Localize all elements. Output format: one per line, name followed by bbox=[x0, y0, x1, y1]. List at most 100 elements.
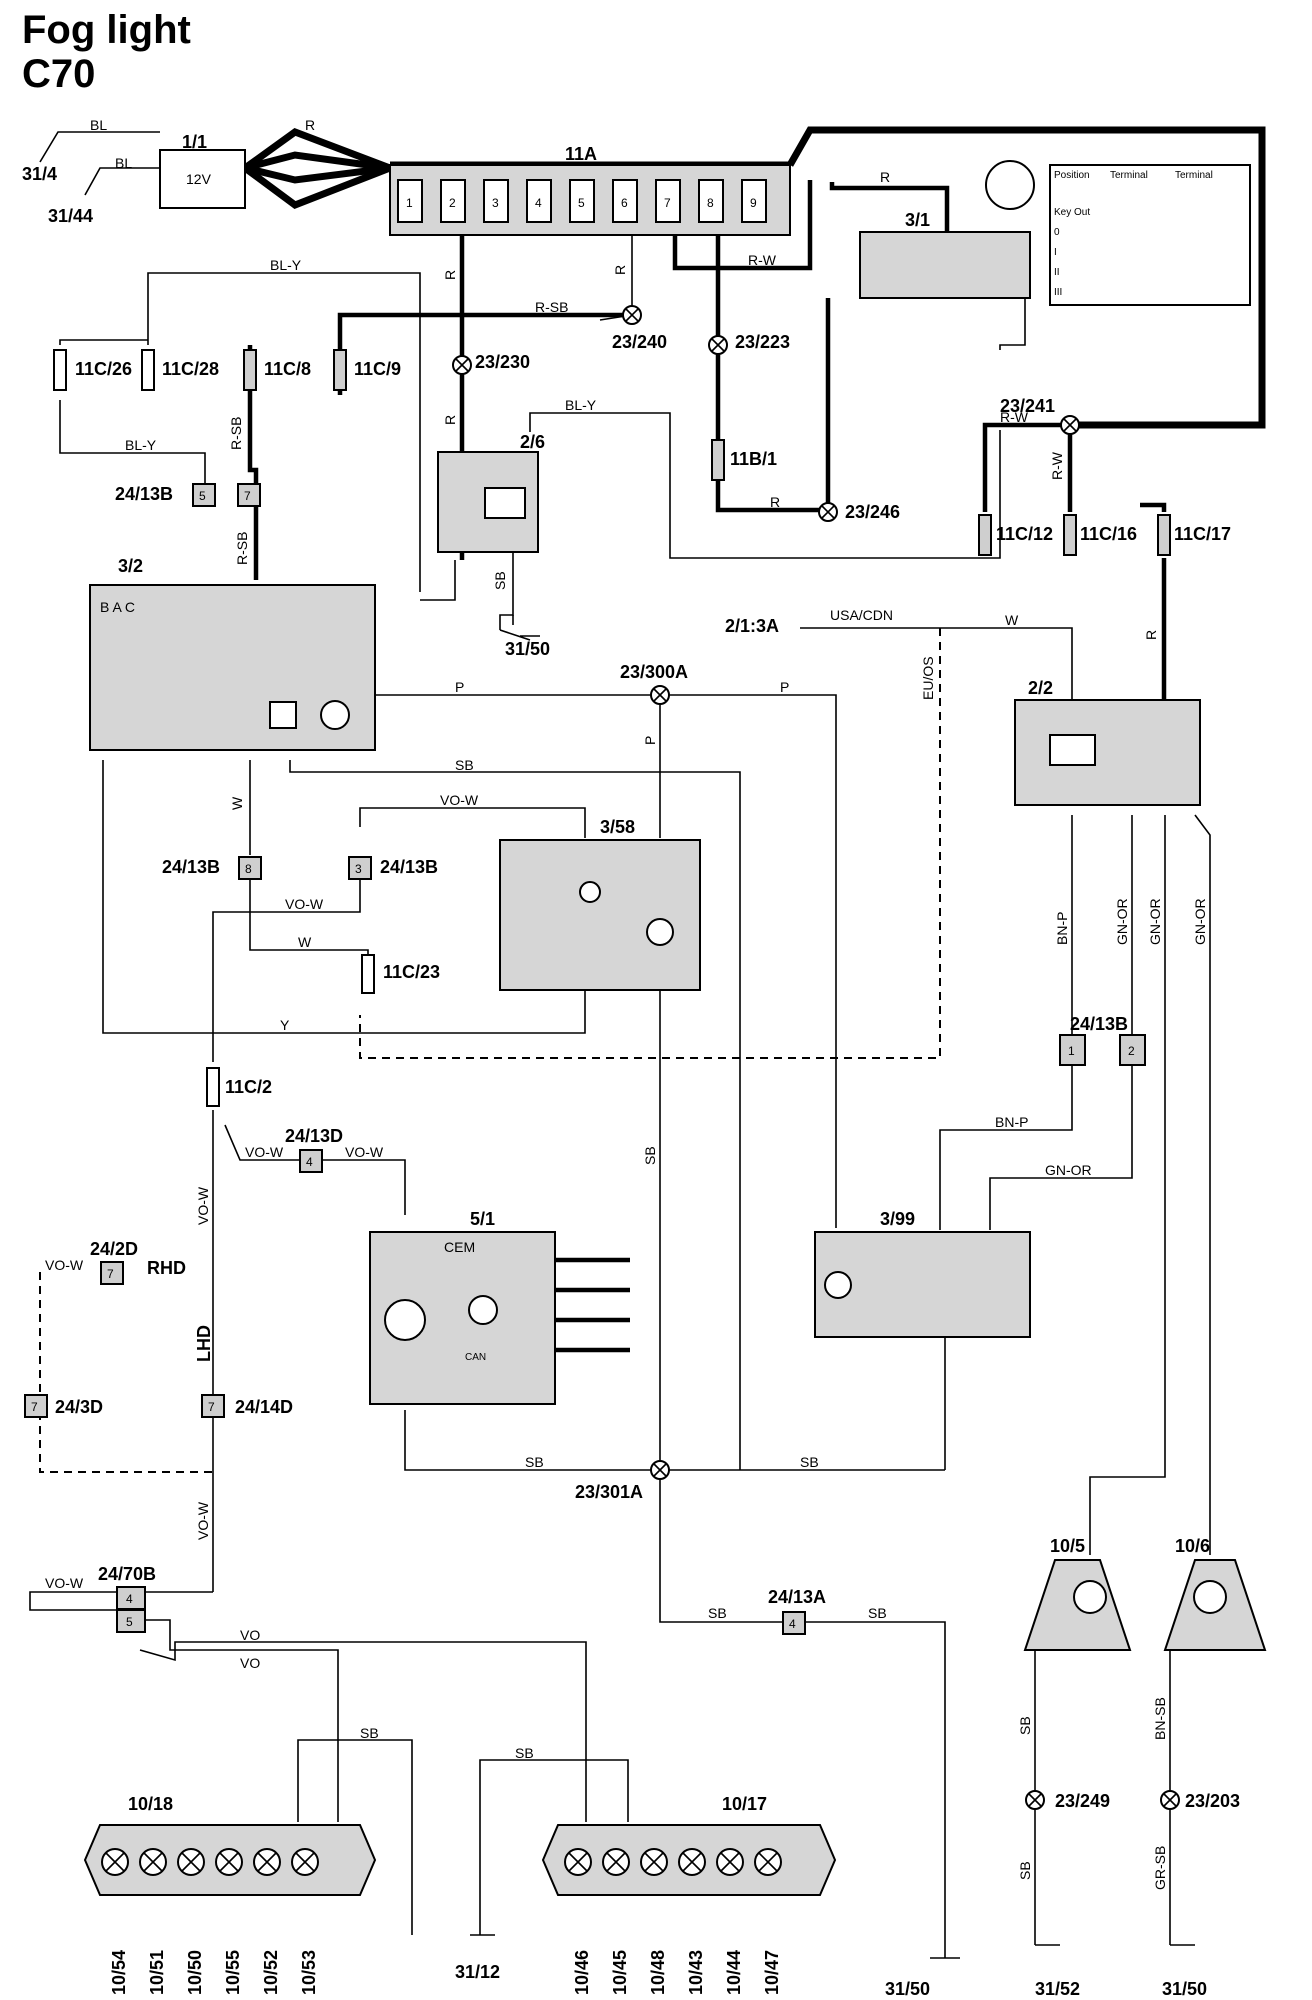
fusebox-slot: 7 bbox=[655, 179, 681, 223]
rear-10-17-terminal-label: 10/46 bbox=[572, 1950, 592, 1995]
ign-row-3: II bbox=[1054, 267, 1060, 278]
conn-pin-3: 3 bbox=[355, 862, 362, 876]
wire-bl-y-1: BL-Y bbox=[270, 257, 302, 273]
bulb-icon bbox=[101, 1848, 129, 1876]
wire-sb-7: SB bbox=[868, 1605, 887, 1621]
cem-module-5-1: 5/1 CEM CAN bbox=[369, 1209, 630, 1405]
wire-bn-p-1: BN-P bbox=[1054, 912, 1070, 945]
wire-r-w-1: R-W bbox=[748, 252, 777, 268]
fusebox-pin-label: 2 bbox=[449, 196, 456, 210]
fusebox-slot: 9 bbox=[741, 179, 767, 223]
wire-sb-11: SB bbox=[1017, 1861, 1033, 1880]
connectors: 5 7 24/13B 8 24/13B 3 24/13B 1 2 24/13B … bbox=[24, 483, 1146, 1635]
conn-pin-2: 2 bbox=[1128, 1044, 1135, 1058]
fusebox-pin-label: 9 bbox=[750, 196, 757, 210]
conn-24-14d: 24/14D bbox=[235, 1397, 293, 1417]
fusebox-slot: 3 bbox=[483, 179, 509, 223]
splice-icon bbox=[650, 685, 670, 705]
bulb-icon bbox=[754, 1848, 782, 1876]
wire-bl-1: BL bbox=[90, 117, 107, 133]
fuse-11c-2: 11C/2 bbox=[225, 1077, 272, 1097]
fuse-11c-12: 11C/12 bbox=[996, 524, 1053, 544]
wire-sb-2: SB bbox=[455, 757, 474, 773]
cem-name: CEM bbox=[444, 1239, 475, 1255]
conn-pin-8: 8 bbox=[245, 862, 252, 876]
relay-2-6: 2/6 bbox=[437, 432, 545, 553]
conn-pin-7d: 7 bbox=[208, 1400, 215, 1414]
conn-24-70b: 24/70B bbox=[98, 1564, 156, 1584]
fuse-11c-16: 11C/16 bbox=[1080, 524, 1137, 544]
cem-can: CAN bbox=[465, 1352, 486, 1363]
misc-labels: RHD LHD USA/CDN EU/OS 2/1:3A bbox=[147, 607, 936, 1362]
wire-sb-8: SB bbox=[360, 1725, 379, 1741]
splice-icon bbox=[622, 305, 642, 325]
fusebox-pin-label: 7 bbox=[664, 196, 671, 210]
wire-vo-2: VO bbox=[240, 1655, 260, 1671]
rear-10-18-terminal-label: 10/55 bbox=[223, 1950, 243, 1995]
splice-23-300a: 23/300A bbox=[620, 662, 688, 682]
fusebox-slot: 8 bbox=[698, 179, 724, 223]
splice-23-240: 23/240 bbox=[612, 332, 667, 352]
conn-pin-5: 5 bbox=[199, 489, 206, 503]
wire-p-1: P bbox=[455, 679, 464, 695]
splice-icon bbox=[1160, 1790, 1180, 1810]
fusebox-slot: 1 bbox=[397, 179, 423, 223]
wire-bn-p-2: BN-P bbox=[995, 1114, 1028, 1130]
rear-10-18-terminal-label: 10/50 bbox=[185, 1950, 205, 1995]
conn-pin-4b: 4 bbox=[126, 1592, 133, 1606]
ign-row-1: 0 bbox=[1054, 227, 1060, 238]
label-rhd: RHD bbox=[147, 1258, 186, 1278]
wire-w-1: W bbox=[1005, 612, 1019, 628]
ignition-id: 3/1 bbox=[905, 210, 930, 230]
label-usa-cdn: USA/CDN bbox=[830, 607, 893, 623]
wire-vo-w-8: VO-W bbox=[195, 1501, 211, 1540]
ground-31-44: 31/44 bbox=[48, 206, 93, 226]
ground-31-50-c: 31/50 bbox=[1162, 1979, 1207, 1999]
splice-23-223: 23/223 bbox=[735, 332, 790, 352]
title-line1: Fog light bbox=[22, 8, 191, 52]
wire-bl-y-2: BL-Y bbox=[565, 397, 597, 413]
rear-lamp-10-18: 10/18 bbox=[83, 1794, 377, 1896]
fusebox-slot: 5 bbox=[569, 179, 595, 223]
ground-31-12: 31/12 bbox=[455, 1962, 500, 1982]
title-line2: C70 bbox=[22, 52, 96, 96]
splices: 23/240 23/230 23/223 23/246 23/241 23/30… bbox=[452, 305, 1240, 1811]
splice-icon bbox=[650, 1460, 670, 1480]
switch-3-2-letters: B A C bbox=[100, 599, 135, 615]
wire-gn-or-2: GN-OR bbox=[1147, 898, 1163, 945]
wire-sb-3: SB bbox=[642, 1146, 658, 1165]
fuse-11c-28: 11C/28 bbox=[162, 359, 219, 379]
wire-p-3: P bbox=[642, 736, 658, 745]
conn-pin-4: 4 bbox=[306, 1155, 313, 1169]
switch-3-58: 3/58 bbox=[499, 817, 701, 991]
bulb-icon bbox=[291, 1848, 319, 1876]
bulb-icon bbox=[602, 1848, 630, 1876]
rear-10-18-terminal-label: 10/54 bbox=[109, 1950, 129, 1995]
wire-vo-w-1: VO-W bbox=[440, 792, 479, 808]
conn-pin-7: 7 bbox=[244, 489, 251, 503]
wire-vo-w-2: VO-W bbox=[285, 896, 324, 912]
ground-31-4: 31/4 bbox=[22, 164, 57, 184]
rear-10-17-terminal-label: 10/47 bbox=[762, 1950, 782, 1995]
rear-lamp-10-17: 10/17 bbox=[541, 1794, 837, 1896]
ground-31-50-a: 31/50 bbox=[505, 639, 550, 659]
relay-2-6-id: 2/6 bbox=[520, 432, 545, 452]
splice-icon bbox=[1060, 415, 1080, 435]
conn-24-13a: 24/13A bbox=[768, 1587, 826, 1607]
wire-r-7: R bbox=[1143, 630, 1159, 640]
conn-pin-4c: 4 bbox=[789, 1617, 796, 1631]
fusebox-pin-label: 4 bbox=[535, 196, 542, 210]
bulb-icon bbox=[640, 1848, 668, 1876]
relay-2-2-id: 2/2 bbox=[1028, 678, 1053, 698]
fuse-11c-17: 11C/17 bbox=[1174, 524, 1231, 544]
splice-23-301a: 23/301A bbox=[575, 1482, 643, 1502]
switch-3-99: 3/99 bbox=[814, 1209, 1031, 1338]
wire-r-4: R bbox=[880, 169, 890, 185]
bulb-icon bbox=[564, 1848, 592, 1876]
switch-3-2-id: 3/2 bbox=[118, 556, 143, 576]
splice-23-230: 23/230 bbox=[475, 352, 530, 372]
conn-24-13b-b: 24/13B bbox=[162, 857, 220, 877]
